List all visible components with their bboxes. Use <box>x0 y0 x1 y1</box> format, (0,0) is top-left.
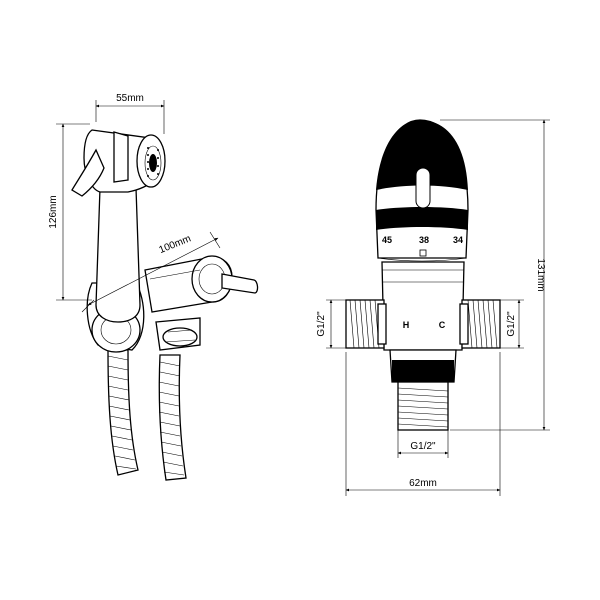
port-label-cold: C <box>439 320 446 330</box>
dim-head-width: 55mm <box>95 93 165 134</box>
temperature-scale: 45 38 34 <box>382 235 463 257</box>
dim-outlet: G1/2" <box>397 430 449 458</box>
dim-label-outlet: G1/2" <box>410 441 436 452</box>
outlet-bottom <box>397 381 449 431</box>
dim-height: 131mm <box>440 119 550 431</box>
dim-label-handset-height: 126mm <box>48 195 59 228</box>
valve-body <box>144 255 233 313</box>
inlet-right <box>459 299 501 349</box>
port-label-hot: H <box>403 320 410 330</box>
scale-mark-2: 34 <box>453 235 463 245</box>
handset-head <box>71 129 166 197</box>
temperature-knob <box>375 119 469 262</box>
handset-stem <box>95 187 141 323</box>
dim-label-valve-length: 100mm <box>158 233 193 256</box>
dim-inlet-right: G1/2" <box>500 299 524 349</box>
dim-handset-height: 126mm <box>48 123 92 301</box>
bidet-sprayer-view: 55mm 126mm 100mm <box>48 93 259 481</box>
valve-body-main <box>381 261 465 383</box>
scale-mark-0: 45 <box>382 235 392 245</box>
hose-connector <box>155 317 201 351</box>
dim-width: 62mm <box>345 352 501 496</box>
dim-label-head-width: 55mm <box>116 93 144 104</box>
dim-label-height: 131mm <box>535 258 546 291</box>
dim-inlet-left: G1/2" <box>316 299 346 349</box>
dim-label-inlet-right: G1/2" <box>506 311 517 337</box>
dim-label-width: 62mm <box>409 478 437 489</box>
dim-label-inlet-left: G1/2" <box>316 311 327 337</box>
scale-mark-1: 38 <box>419 235 429 245</box>
inlet-left <box>345 299 387 349</box>
thermostatic-valve-view: 45 38 34 <box>316 119 550 496</box>
hose-left <box>107 349 139 476</box>
hose-right <box>158 354 187 481</box>
valve-lever <box>221 273 259 294</box>
